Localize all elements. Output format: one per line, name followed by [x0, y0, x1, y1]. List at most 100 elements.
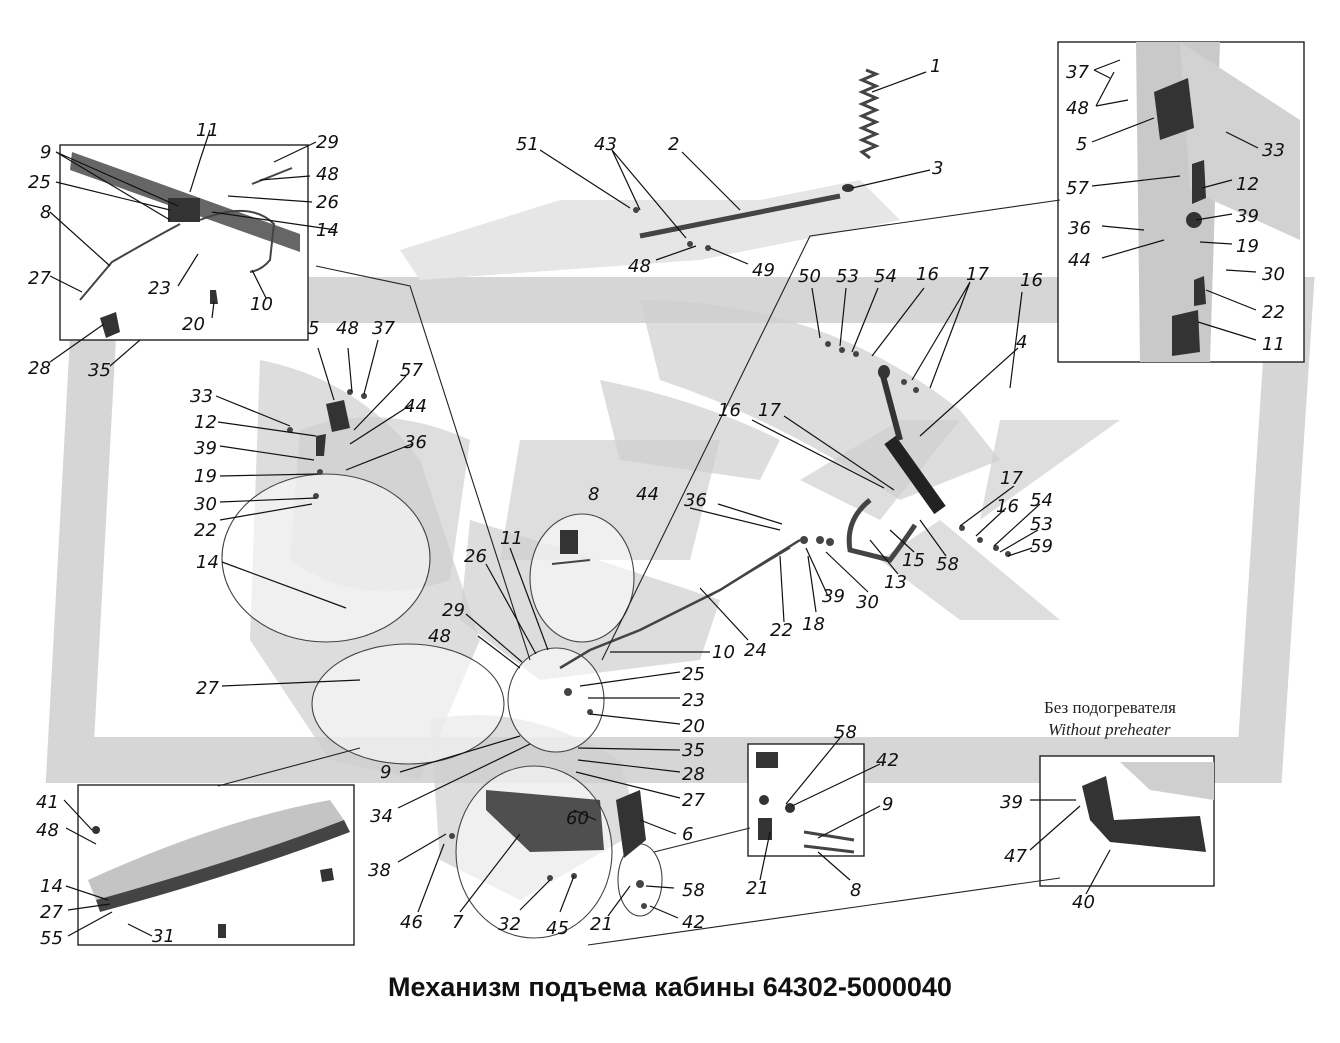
inset-panel-bottom-left [77, 784, 355, 946]
callout-22c: 22 [1262, 302, 1285, 323]
spring-part [858, 68, 880, 160]
callout-16c: 16 [718, 400, 741, 421]
callout-17c: 17 [1000, 468, 1023, 489]
callout-16b: 16 [1020, 270, 1043, 291]
zone-guide-lines [217, 199, 1061, 946]
callout-36c: 36 [1068, 218, 1091, 239]
callout-10: 10 [250, 294, 273, 315]
callout-5b: 5 [1076, 134, 1087, 155]
inset-panel-top-right [1057, 41, 1305, 363]
callout-9b: 9 [380, 762, 391, 783]
callout-46: 46 [400, 912, 423, 933]
callout-48c: 48 [628, 256, 651, 277]
callout-3: 3 [932, 158, 943, 179]
callout-27: 27 [28, 268, 51, 289]
callout-26b: 26 [464, 546, 487, 567]
callout-54b: 54 [1030, 490, 1053, 511]
callout-19b: 19 [1236, 236, 1259, 257]
callout-7: 7 [452, 912, 464, 933]
callout-48e: 48 [1066, 98, 1089, 119]
callout-labels: 1 2 3 4 5 5 6 7 8 8 8 9 9 9 10 10 11 11 … [28, 56, 1285, 949]
callout-57: 57 [400, 360, 423, 381]
callout-33: 33 [190, 386, 213, 407]
diagram-title: Механизм подъема кабины 64302-5000040 [388, 972, 952, 1002]
callout-13: 13 [884, 572, 907, 593]
callout-41: 41 [36, 792, 59, 813]
callout-39d: 39 [1000, 792, 1023, 813]
callout-29b: 29 [442, 600, 465, 621]
variant-note-english: Without preheater [1048, 720, 1171, 739]
callout-44c: 44 [1068, 250, 1091, 271]
callout-27d: 27 [40, 902, 63, 923]
callout-21b: 21 [746, 878, 769, 899]
callout-38: 38 [368, 860, 391, 881]
callout-10b: 10 [712, 642, 735, 663]
callout-42: 42 [876, 750, 899, 771]
callout-29: 29 [316, 132, 339, 153]
callout-49: 49 [752, 260, 775, 281]
callout-11b: 11 [500, 528, 523, 549]
variant-note-russian: Без подогревателя [1044, 698, 1176, 717]
callout-57b: 57 [1066, 178, 1089, 199]
callout-9c: 9 [882, 794, 893, 815]
callout-9: 9 [40, 142, 51, 163]
callout-12b: 12 [1236, 174, 1259, 195]
callout-37: 37 [372, 318, 395, 339]
callout-35b: 35 [682, 740, 705, 761]
callout-14: 14 [196, 552, 219, 573]
callout-27b: 27 [196, 678, 219, 699]
callout-16: 16 [916, 264, 939, 285]
callout-42b: 42 [682, 912, 705, 933]
inset-panel-without-preheater [1039, 755, 1215, 887]
callout-22b: 22 [770, 620, 793, 641]
callout-27c: 27 [682, 790, 705, 811]
callout-33b: 33 [1262, 140, 1285, 161]
hydraulic-cylinder-part [884, 435, 946, 515]
callout-58b: 58 [834, 722, 857, 743]
callout-39: 39 [194, 438, 217, 459]
leader-lines [49, 59, 1259, 937]
callout-34: 34 [370, 806, 393, 827]
callout-36: 36 [404, 432, 427, 453]
callout-58c: 58 [682, 880, 705, 901]
callout-60: 60 [566, 808, 589, 829]
callout-26: 26 [316, 192, 339, 213]
callout-48b: 48 [336, 318, 359, 339]
callout-20: 20 [182, 314, 205, 335]
callout-47: 47 [1004, 846, 1027, 867]
callout-44: 44 [404, 396, 427, 417]
callout-17b: 17 [758, 400, 781, 421]
callout-43: 43 [594, 134, 617, 155]
callout-4: 4 [1016, 332, 1027, 353]
callout-1: 1 [930, 56, 941, 77]
torsion-shaft-part [639, 193, 841, 239]
callout-35: 35 [88, 360, 111, 381]
callout-55: 55 [40, 928, 63, 949]
callout-23b: 23 [682, 690, 705, 711]
callout-28b: 28 [682, 764, 705, 785]
callout-20b: 20 [682, 716, 705, 737]
callout-11c: 11 [1262, 334, 1285, 355]
callout-51: 51 [516, 134, 539, 155]
callout-17: 17 [966, 264, 989, 285]
callout-40: 40 [1072, 892, 1095, 913]
callout-31: 31 [152, 926, 175, 947]
callout-39c: 39 [1236, 206, 1259, 227]
callout-59: 59 [1030, 536, 1053, 557]
callout-58: 58 [936, 554, 959, 575]
callout-21: 21 [590, 914, 613, 935]
callout-24: 24 [744, 640, 767, 661]
callout-2: 2 [668, 134, 679, 155]
callout-30b: 30 [856, 592, 879, 613]
callout-8c: 8 [850, 880, 861, 901]
callout-48d: 48 [428, 626, 451, 647]
callout-22: 22 [194, 520, 217, 541]
lift-mechanism-parts [287, 68, 1011, 909]
callout-36b: 36 [684, 490, 707, 511]
callout-8: 8 [588, 484, 599, 505]
callout-11: 11 [196, 120, 219, 141]
callout-30c: 30 [1262, 264, 1285, 285]
callout-39b: 39 [822, 586, 845, 607]
callout-8b: 8 [40, 202, 51, 223]
callout-53: 53 [836, 266, 859, 287]
